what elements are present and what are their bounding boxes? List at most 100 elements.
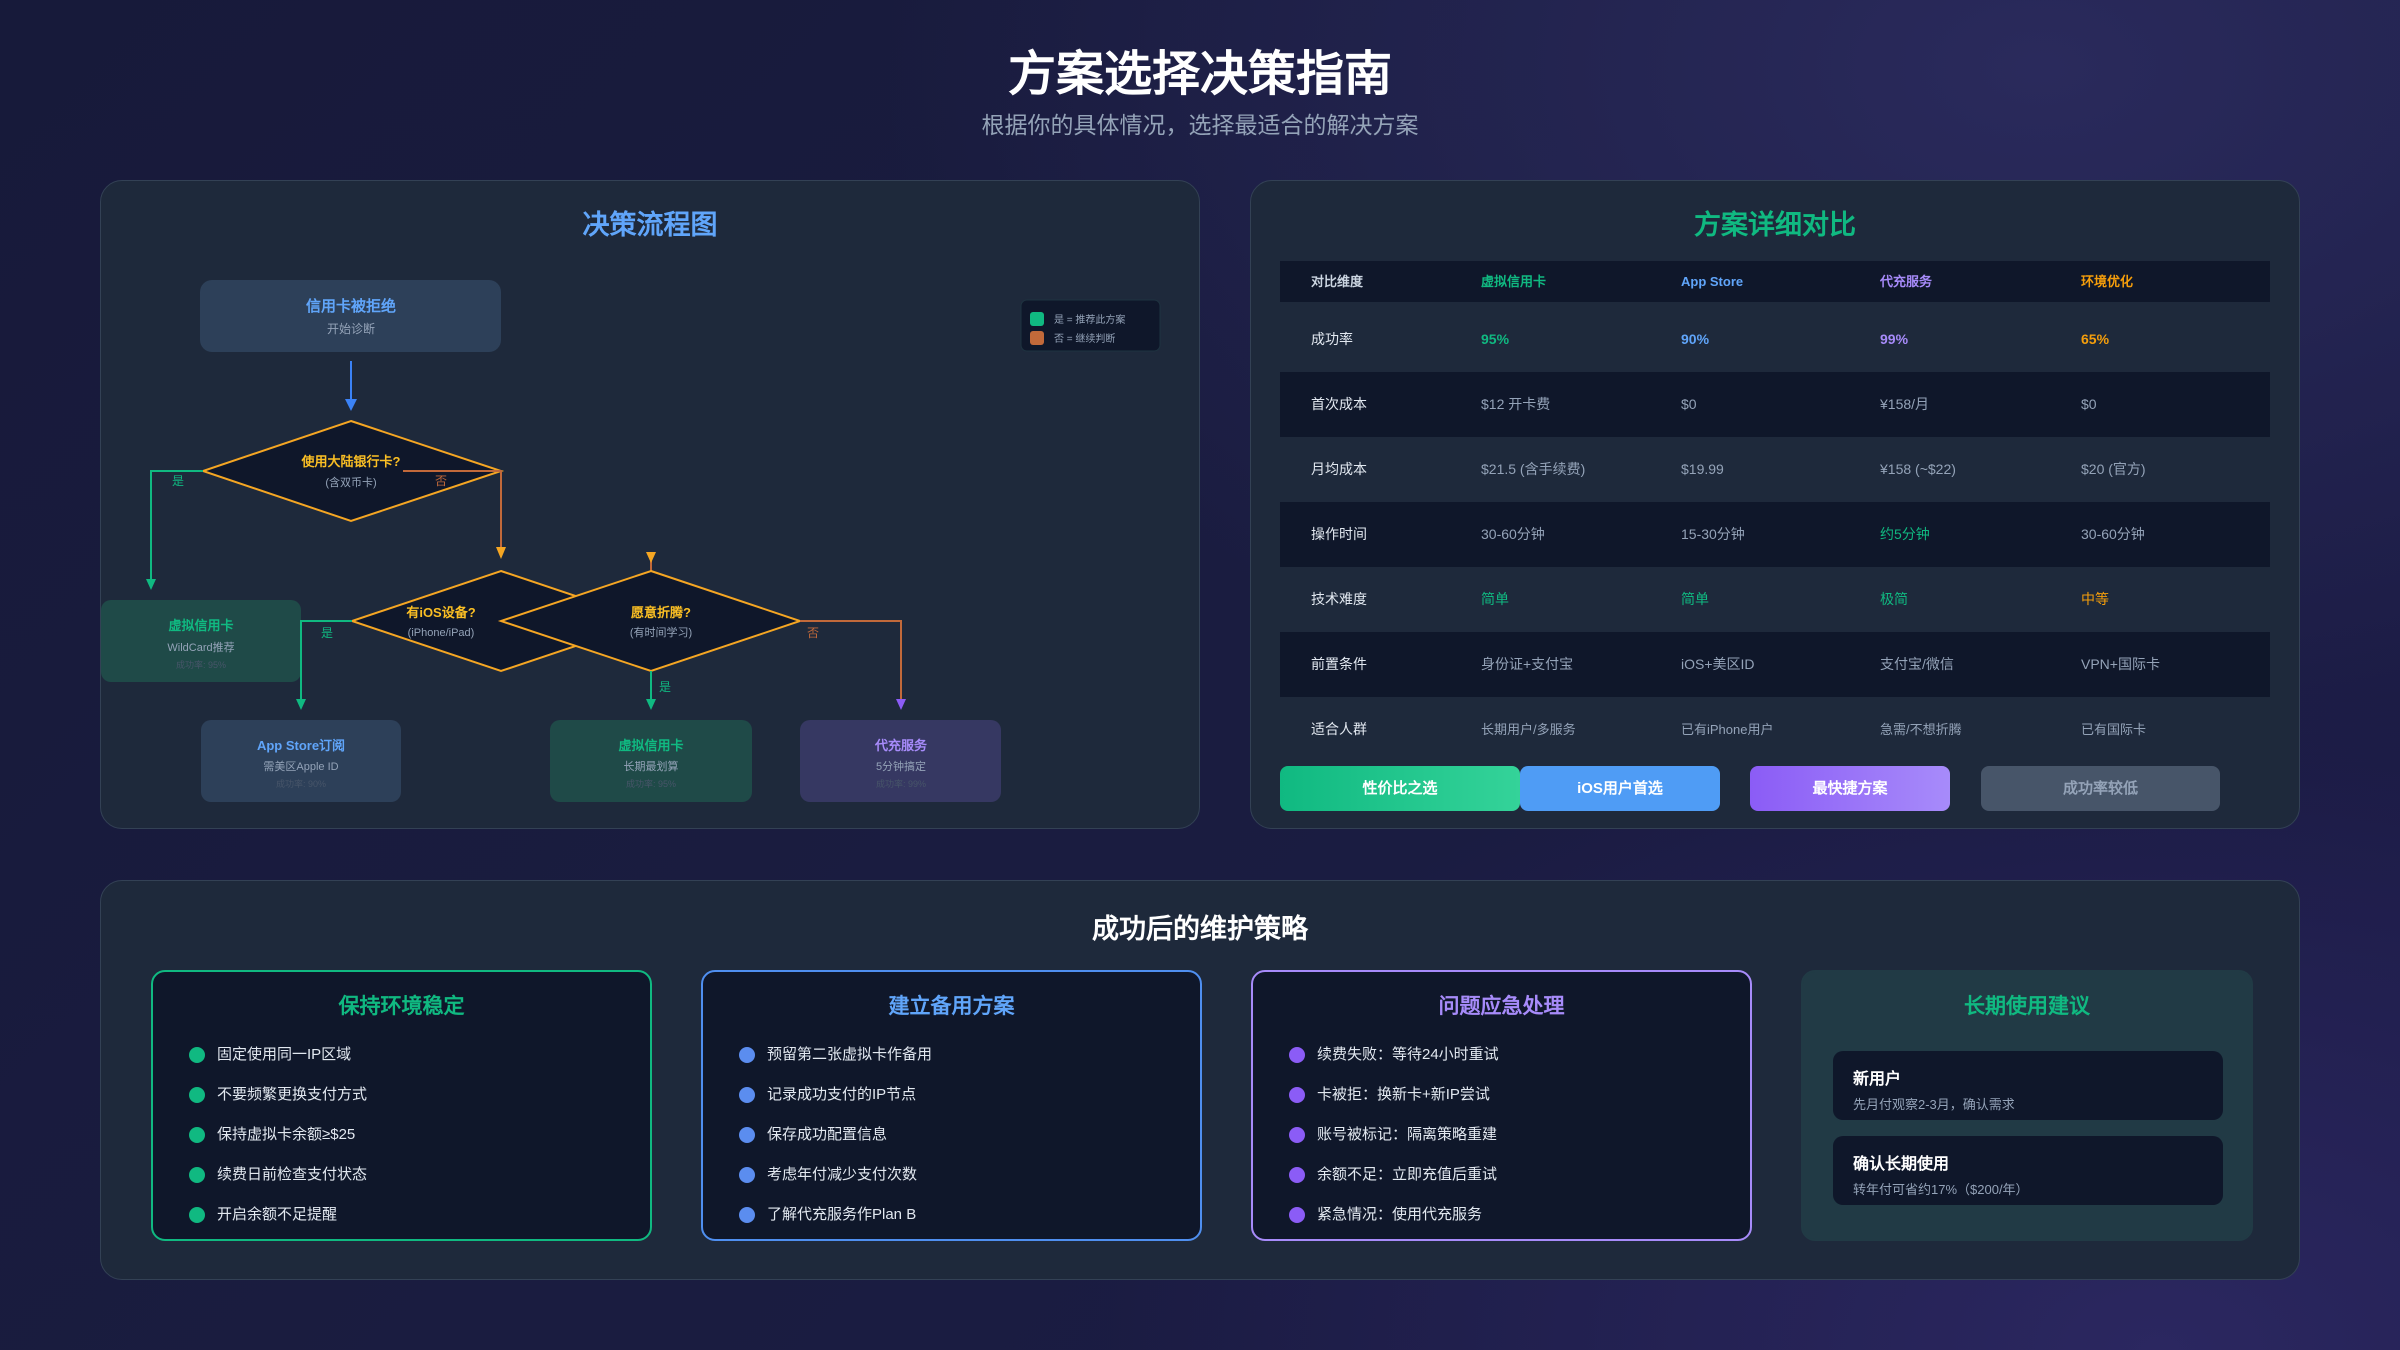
table-cell: 99% — [1880, 331, 1909, 347]
bullet-dot-icon — [1289, 1087, 1305, 1104]
badge-best-value[interactable]: 性价比之选 — [1280, 766, 1520, 811]
result-rate: 成功率: 90% — [276, 778, 326, 789]
flowchart-diagram: 信用卡被拒绝 开始诊断 使用大陆银行卡? (含双币卡) 是 否 虚拟信用卡 Wi… — [101, 280, 1161, 802]
table-cell: 急需/不想折腾 — [1880, 722, 1962, 737]
arrowhead — [296, 699, 306, 710]
item-text: 预留第二张虚拟卡作备用 — [767, 1046, 933, 1063]
item-text: 考虑年付减少支付次数 — [767, 1166, 918, 1183]
tip-title: 新用户 — [1853, 1071, 1902, 1088]
legend-no: 否 = 继续判断 — [1054, 332, 1115, 345]
bullet-dot-icon — [739, 1127, 755, 1144]
bullet-dot-icon — [1289, 1167, 1305, 1184]
list-item: 卡被拒：换新卡+新IP尝试 — [1289, 1085, 1490, 1105]
list-item: 保存成功配置信息 — [739, 1125, 887, 1145]
table-cell: $0 — [1681, 396, 1697, 412]
row-label: 成功率 — [1311, 331, 1353, 347]
list-item: 不要频繁更换支付方式 — [189, 1085, 367, 1105]
decision-sub: (含双币卡) — [325, 475, 376, 489]
table-cell: 简单 — [1681, 591, 1709, 607]
result-title: 代充服务 — [874, 738, 928, 753]
page-title: 方案选择决策指南 — [1007, 48, 1392, 101]
decision-sub: (iPhone/iPad) — [408, 627, 475, 639]
result-proxy-service: 代充服务 5分钟搞定 成功率: 99% — [800, 720, 1001, 802]
arrowhead — [646, 699, 656, 710]
result-virtual-card-longterm: 虚拟信用卡 长期最划算 成功率: 95% — [550, 720, 752, 802]
bullet-dot-icon — [189, 1207, 205, 1224]
table-cell: 已有iPhone用户 — [1681, 722, 1774, 737]
table-cell: 15-30分钟 — [1681, 526, 1745, 542]
table-cell: VPN+国际卡 — [2081, 656, 2160, 672]
result-sub: 需美区Apple ID — [263, 760, 338, 773]
table-cell: 身份证+支付宝 — [1481, 656, 1574, 672]
result-rate: 成功率: 95% — [176, 659, 226, 670]
table-cell: iOS+美区ID — [1681, 656, 1755, 672]
table-cell: 65% — [2081, 331, 2110, 347]
item-text: 保存成功配置信息 — [767, 1126, 888, 1143]
arrowhead — [345, 399, 357, 411]
flowchart-title: 决策流程图 — [582, 210, 718, 240]
table-cell: 90% — [1681, 331, 1710, 347]
bullet-dot-icon — [1289, 1127, 1305, 1144]
table-cell: 30-60分钟 — [2081, 526, 2145, 542]
start-title: 信用卡被拒绝 — [306, 297, 396, 315]
badge-fastest[interactable]: 最快捷方案 — [1750, 766, 1950, 811]
yes-label: 是 — [321, 626, 333, 640]
item-text: 卡被拒：换新卡+新IP尝试 — [1317, 1086, 1490, 1103]
tip-new-user: 新用户先月付观察2-3月，确认需求 — [1833, 1051, 2223, 1120]
table-cell: 中等 — [2081, 591, 2109, 607]
list-item: 账号被标记：隔离策略重建 — [1289, 1125, 1497, 1145]
no-label: 否 — [435, 474, 447, 488]
result-title: App Store订阅 — [257, 738, 345, 753]
table-cell: ¥158 (~$22) — [1880, 461, 1956, 477]
no-line — [800, 620, 902, 701]
comparison-title: 方案详细对比 — [1694, 210, 1856, 240]
list-item: 续费日前检查支付状态 — [189, 1165, 367, 1185]
item-text: 续费日前检查支付状态 — [217, 1166, 368, 1183]
column-header: 代充服务 — [1880, 274, 1933, 289]
item-text: 固定使用同一IP区域 — [217, 1046, 352, 1063]
table-row: 技术难度简单简单极简中等 — [1280, 567, 2270, 632]
bullet-dot-icon — [739, 1087, 755, 1104]
list-item: 余额不足：立即充值后重试 — [1289, 1165, 1497, 1185]
maintenance-title: 成功后的维护策略 — [1092, 914, 1308, 944]
decision-sub: (有时间学习) — [630, 625, 692, 639]
bullet-dot-icon — [739, 1047, 755, 1064]
legend-swatch-no — [1030, 331, 1044, 345]
table-cell: 简单 — [1481, 591, 1509, 607]
bullet-dot-icon — [1289, 1047, 1305, 1064]
decision-mainland-card: 使用大陆银行卡? (含双币卡) — [199, 419, 505, 523]
table-cell: $12 开卡费 — [1481, 396, 1551, 412]
result-sub: 5分钟搞定 — [876, 759, 926, 773]
result-title: 虚拟信用卡 — [618, 738, 683, 753]
column-header: 虚拟信用卡 — [1481, 274, 1547, 289]
table-cell: 30-60分钟 — [1481, 526, 1545, 542]
list-item: 开启余额不足提醒 — [189, 1205, 337, 1225]
no-line — [403, 470, 502, 549]
card-title: 长期使用建议 — [1964, 995, 2090, 1018]
bullet-dot-icon — [189, 1127, 205, 1144]
result-rate: 成功率: 95% — [626, 778, 676, 789]
legend: 是 = 推荐此方案 否 = 继续判断 — [1020, 299, 1161, 352]
badge-low-success[interactable]: 成功率较低 — [1981, 766, 2220, 811]
item-text: 账号被标记：隔离策略重建 — [1317, 1126, 1498, 1143]
card-emergency-handling: 问题应急处理续费失败：等待24小时重试卡被拒：换新卡+新IP尝试账号被标记：隔离… — [1251, 970, 1752, 1241]
table-cell: ¥158/月 — [1880, 396, 1930, 412]
arrowhead — [896, 699, 906, 710]
table-row: 月均成本$21.5 (含手续费)$19.99¥158 (~$22)$20 (官方… — [1280, 437, 2270, 502]
card-title: 问题应急处理 — [1438, 995, 1565, 1018]
arrowhead — [496, 547, 506, 559]
badge-ios-first[interactable]: iOS用户首选 — [1520, 766, 1720, 811]
yes-label: 是 — [172, 474, 184, 488]
item-text: 了解代充服务作Plan B — [767, 1206, 917, 1223]
tip-long-term: 确认长期使用转年付可省约17%（$200/年） — [1833, 1136, 2223, 1205]
yes-line — [150, 470, 203, 581]
row-label: 前置条件 — [1311, 656, 1367, 672]
bullet-dot-icon — [189, 1087, 205, 1104]
table-cell: $19.99 — [1681, 461, 1724, 477]
table-cell: $21.5 (含手续费) — [1481, 461, 1586, 477]
table-row: 适合人群长期用户/多服务已有iPhone用户急需/不想折腾已有国际卡 — [1280, 697, 2270, 762]
